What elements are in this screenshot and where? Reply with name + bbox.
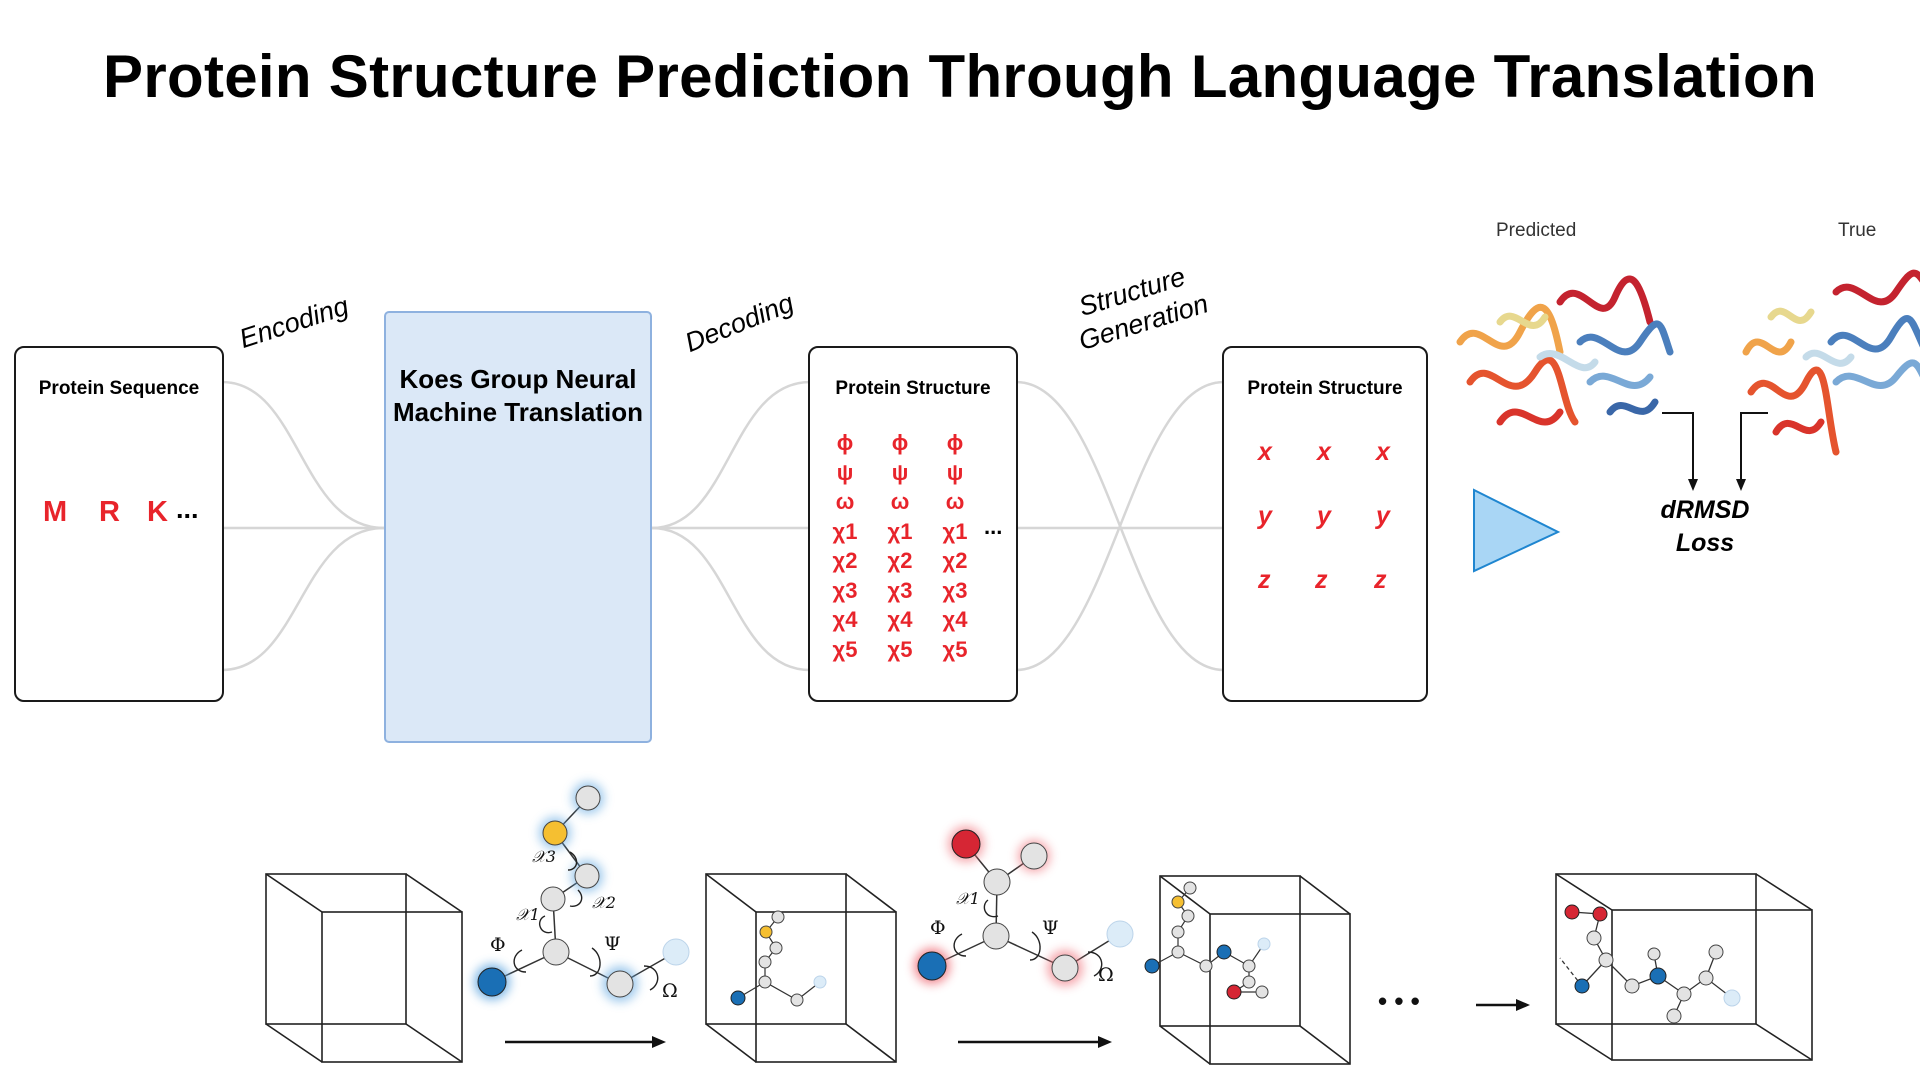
chi3-symbol: 𝒳3 <box>532 847 556 866</box>
phi-symbol: Φ <box>490 934 506 956</box>
angles-structure-box: Protein Structure ϕ ψ ω χ1 χ2 χ3 χ4 χ5 ϕ… <box>808 346 1018 702</box>
chi2-label: χ2 <box>942 548 968 573</box>
protein-sequence-title: Protein Sequence <box>38 378 200 399</box>
phi-label: ϕ <box>946 430 964 455</box>
chi2-label: χ2 <box>887 548 913 573</box>
true-label: True <box>1838 220 1877 241</box>
nmt-title-line1: Koes Group Neural <box>399 364 637 394</box>
build-arrow <box>958 1036 1112 1048</box>
angles-ellipsis: ... <box>984 514 1003 539</box>
nmt-box: Koes Group Neural Machine Translation <box>384 311 652 743</box>
omega-label: ω <box>890 489 910 514</box>
psi-symbol: Ψ <box>1042 917 1059 939</box>
psi-symbol: Ψ <box>604 933 621 955</box>
protein-sequence-box: Protein Sequence M R K ... <box>14 346 224 702</box>
predicted-label: Predicted <box>1496 220 1577 241</box>
build-arrow <box>1476 999 1530 1011</box>
omega-symbol: Ω <box>662 980 678 1002</box>
predicted-protein-image <box>1456 275 1674 426</box>
phi-symbol: Φ <box>930 917 946 939</box>
play-triangle <box>1473 488 1561 573</box>
coord-x: x <box>1317 438 1331 466</box>
coord-y: y <box>1376 502 1390 530</box>
coords-box-title: Protein Structure <box>1247 378 1403 399</box>
true-protein-image <box>1742 269 1920 456</box>
psi-label: ψ <box>836 459 854 485</box>
chi3-label: χ3 <box>887 577 913 603</box>
coord-z: z <box>1315 566 1328 594</box>
psi-label: ψ <box>891 459 909 485</box>
phi-label: ϕ <box>836 430 854 455</box>
chi4-label: χ4 <box>942 607 968 632</box>
coord-x: x <box>1376 438 1390 466</box>
cube-with-residue <box>705 873 897 1063</box>
chi5-label: χ5 <box>887 636 913 662</box>
chi5-label: χ5 <box>942 636 968 662</box>
coords-structure-box: Protein Structure x x x y y y z z z <box>1222 346 1428 702</box>
chi3-label: χ3 <box>942 577 968 603</box>
chi4-label: χ4 <box>832 607 858 632</box>
coord-y: y <box>1258 502 1272 530</box>
cube-with-two-residues <box>1144 875 1351 1065</box>
residue-one-geometry: Φ Ψ Ω 𝒳1 𝒳2 𝒳3 <box>474 782 690 1002</box>
chi3-label: χ3 <box>832 577 858 603</box>
coord-z: z <box>1374 566 1387 594</box>
coord-y: y <box>1317 502 1331 530</box>
chi1-label: χ1 <box>887 518 913 544</box>
nmt-title: Koes Group Neural Machine Translation <box>386 363 650 429</box>
chi4-label: χ4 <box>887 607 913 632</box>
structure-building-diagram: Φ Ψ Ω 𝒳1 𝒳2 𝒳3 <box>265 782 1813 1065</box>
psi-label: ψ <box>946 459 964 485</box>
build-arrow <box>505 1036 666 1048</box>
residue-m: M <box>43 496 68 528</box>
residue-two-geometry: Φ Ψ Ω 𝒳1 <box>914 826 1134 986</box>
loss-line1: dRMSD <box>1660 496 1750 524</box>
empty-cube <box>265 873 463 1063</box>
chi2-label: χ2 <box>832 548 858 573</box>
drmsd-loss-label: dRMSD Loss <box>1636 494 1774 560</box>
phi-label: ϕ <box>891 430 909 455</box>
omega-label: ω <box>835 489 855 514</box>
angle-column: ϕ ψ ω χ1 χ2 χ3 χ4 χ5 <box>825 428 865 664</box>
residue-k: K <box>147 496 168 528</box>
nmt-title-line2: Machine Translation <box>393 397 643 427</box>
chi1-label: χ1 <box>942 518 968 544</box>
final-structure-cube <box>1555 873 1813 1061</box>
angle-column: ϕ ψ ω χ1 χ2 χ3 χ4 χ5 <box>935 428 975 664</box>
residue-r: R <box>99 496 120 528</box>
angle-column: ϕ ψ ω χ1 χ2 χ3 χ4 χ5 <box>880 428 920 664</box>
coord-z: z <box>1258 566 1271 594</box>
omega-label: ω <box>945 489 965 514</box>
omega-symbol: Ω <box>1098 964 1114 986</box>
chi1-symbol: 𝒳1 <box>956 889 980 908</box>
angles-box-title: Protein Structure <box>835 378 991 399</box>
coord-x: x <box>1258 438 1272 466</box>
chi1-label: χ1 <box>832 518 858 544</box>
chi1-symbol: 𝒳1 <box>516 905 540 924</box>
loss-line2: Loss <box>1675 529 1735 557</box>
sequence-ellipsis: ... <box>176 494 199 524</box>
loss-arrows <box>1662 412 1768 491</box>
chi5-label: χ5 <box>832 636 858 662</box>
sequence-continues-ellipsis: • • • <box>1378 986 1420 1016</box>
chi2-symbol: 𝒳2 <box>592 893 616 912</box>
slide-title: Protein Structure Prediction Through Lan… <box>103 43 1817 110</box>
